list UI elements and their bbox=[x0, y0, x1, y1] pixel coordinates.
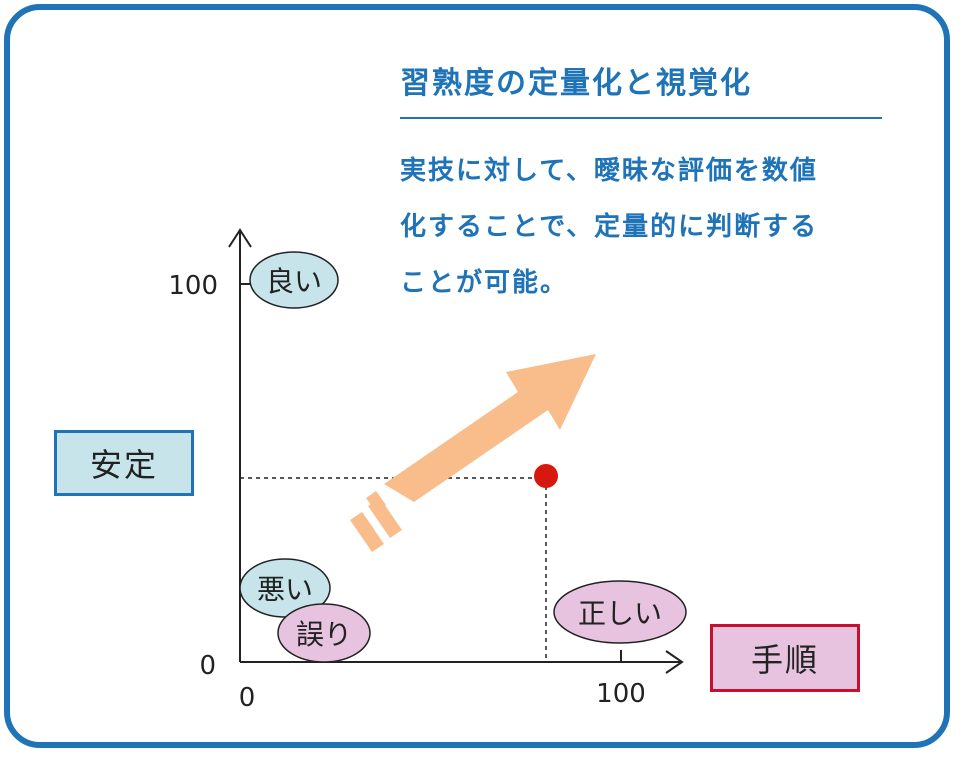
description-line-2: 化することで、定量的に判断する bbox=[400, 212, 819, 242]
bubble-correct-label: 正しい bbox=[578, 597, 662, 630]
bubble-good bbox=[249, 251, 339, 309]
x-tick-label-max: 100 bbox=[596, 679, 646, 709]
y-tick-label-min: 0 bbox=[199, 651, 216, 681]
bubble-error-label: 誤り bbox=[296, 618, 352, 651]
y-tick-label-max: 100 bbox=[168, 271, 218, 301]
measured-point bbox=[534, 464, 558, 488]
progress-arrow bbox=[350, 354, 596, 552]
card-frame bbox=[4, 4, 950, 748]
bubble-correct bbox=[553, 580, 687, 644]
x-axis-label-procedure: 手順 bbox=[710, 624, 860, 692]
title-divider bbox=[400, 117, 882, 119]
bubble-bad-label: 悪い bbox=[257, 573, 313, 606]
y-axis-arrowhead bbox=[228, 228, 252, 248]
y-axis-label-stability: 安定 bbox=[54, 430, 194, 496]
bubble-good-label: 良い bbox=[266, 265, 322, 298]
x-axis-arrowhead bbox=[665, 650, 684, 674]
x-tick-label-min: 0 bbox=[239, 683, 256, 713]
page-title: 習熟度の定量化と視覚化 bbox=[400, 66, 752, 101]
description-line-1: 実技に対して、曖昧な評価を数値 bbox=[400, 156, 818, 186]
description: 実技に対して、曖昧な評価を数値 化することで、定量的に判断する ことが可能。 bbox=[400, 143, 890, 311]
bubble-error bbox=[277, 603, 371, 663]
description-line-3: ことが可能。 bbox=[400, 268, 569, 298]
